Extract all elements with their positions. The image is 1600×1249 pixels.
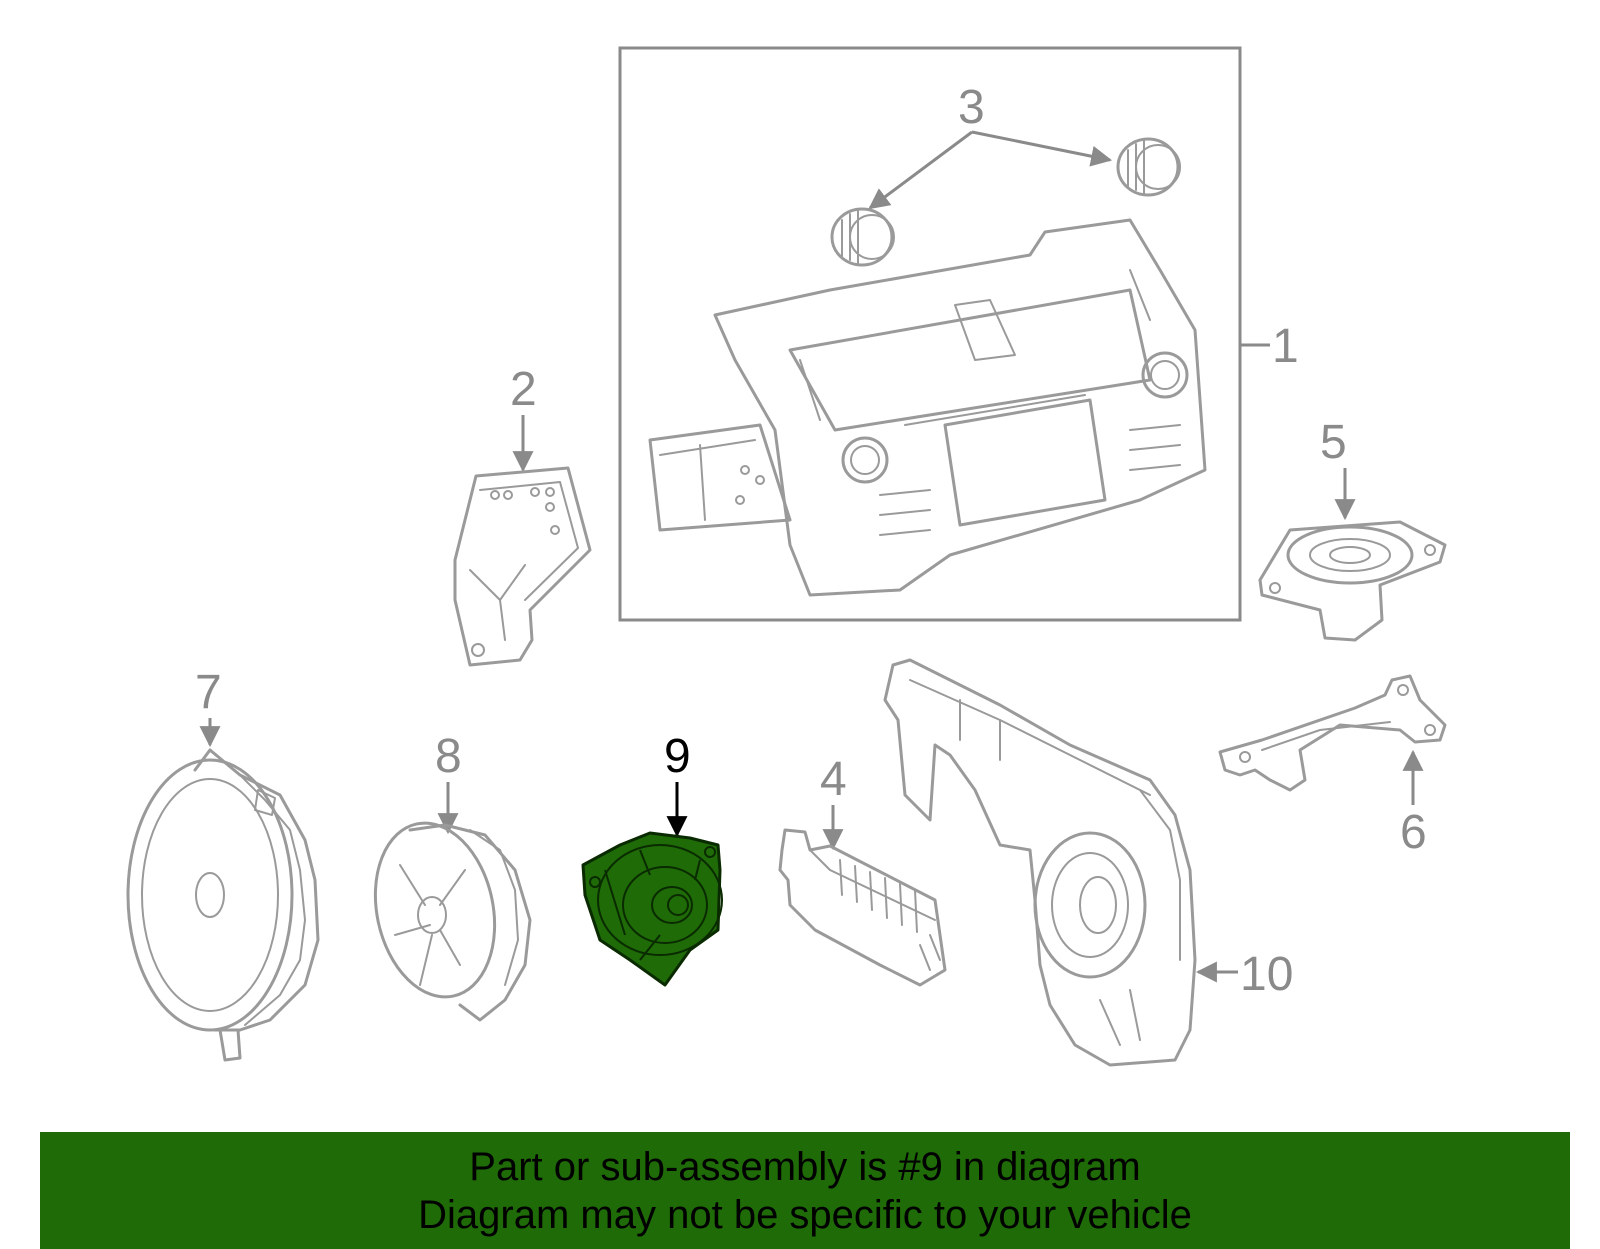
- label-part-9: 9: [664, 730, 691, 783]
- knob-part-3-second: [1116, 137, 1181, 197]
- assembly-box: [618, 46, 1242, 622]
- label-part-1: 1: [1272, 320, 1299, 373]
- head-unit-part-1: [648, 218, 1207, 597]
- label-part-3: 3: [958, 81, 985, 134]
- parts-diagram: 1 3 2: [126, 46, 1447, 1067]
- label-part-7: 7: [195, 666, 222, 719]
- label-part-4: 4: [820, 753, 847, 806]
- bracket-part-2: [453, 466, 592, 667]
- enclosure-part-10: [883, 658, 1197, 1067]
- label-part-2: 2: [510, 363, 537, 416]
- callout-line-3b: [971, 130, 1113, 167]
- label-part-5: 5: [1320, 416, 1347, 469]
- callout-line-3a: [868, 130, 973, 210]
- speaker-part-8: [373, 821, 532, 1022]
- banner-line-2: Diagram may not be specific to your vehi…: [418, 1192, 1192, 1237]
- speaker-part-7: [126, 748, 320, 1062]
- label-part-6: 6: [1400, 806, 1427, 859]
- knob-part-3: [830, 207, 895, 267]
- speaker-part-5: [1258, 520, 1447, 642]
- bracket-part-6: [1218, 674, 1447, 792]
- speaker-part-9-highlighted: [581, 831, 723, 987]
- banner-line-1: Part or sub-assembly is #9 in diagram: [469, 1144, 1141, 1189]
- label-part-10: 10: [1240, 948, 1293, 1001]
- module-part-4: [778, 828, 947, 987]
- info-banner: Part or sub-assembly is #9 in diagram Di…: [40, 1132, 1570, 1249]
- label-part-8: 8: [435, 730, 462, 783]
